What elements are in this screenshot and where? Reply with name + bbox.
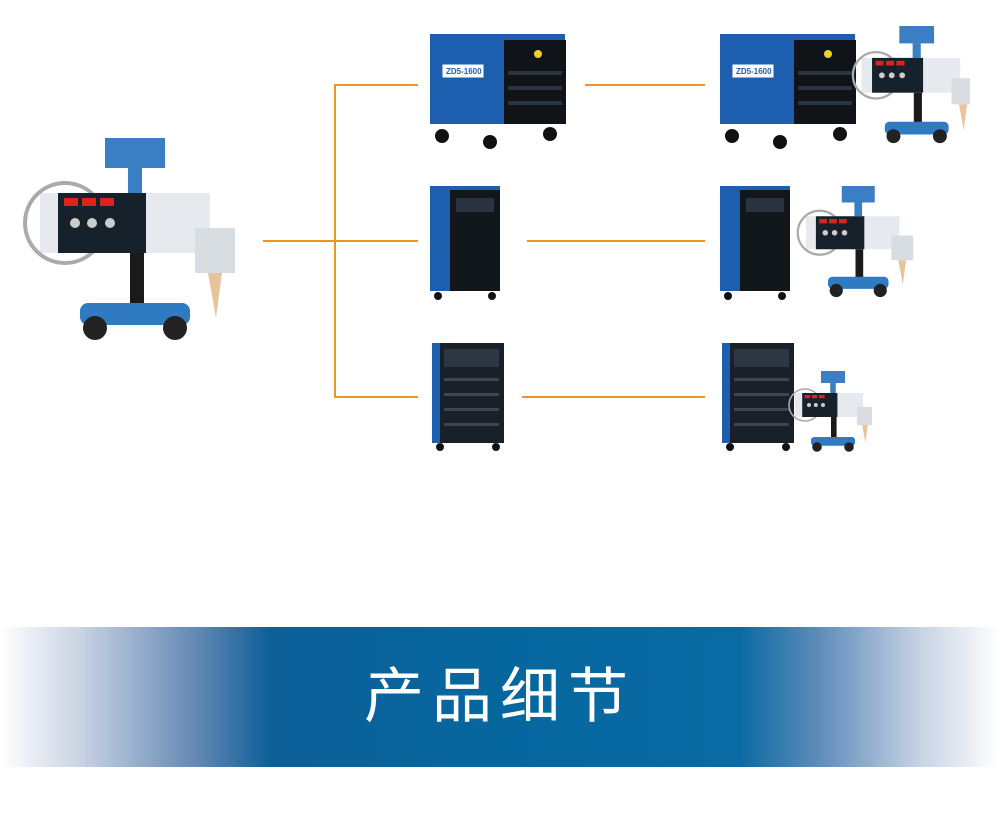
section-title: 产品细节 [364, 662, 636, 732]
model-label: ZD5-1600 [736, 67, 772, 76]
welding-power-source-cabinet [432, 343, 504, 451]
model-label: ZD5-1600 [446, 67, 482, 76]
cabinet-with-tractor-combo [722, 343, 872, 453]
submerged-arc-welding-tractor [23, 138, 237, 342]
inverter-with-tractor-combo [720, 186, 915, 300]
connector-line [334, 84, 418, 86]
connector-line [527, 240, 705, 242]
connector-line [334, 396, 418, 398]
connector-line [334, 240, 418, 242]
connector-line [585, 84, 705, 86]
welding-power-source-inverter [430, 186, 500, 300]
connector-line [263, 240, 336, 242]
section-banner: 产品细节 [0, 627, 1000, 767]
welding-power-source-zd5-1600: ZD5-1600 [430, 33, 567, 150]
power-source-with-tractor-combo: ZD5-1600 [720, 26, 970, 150]
connector-line [522, 396, 705, 398]
